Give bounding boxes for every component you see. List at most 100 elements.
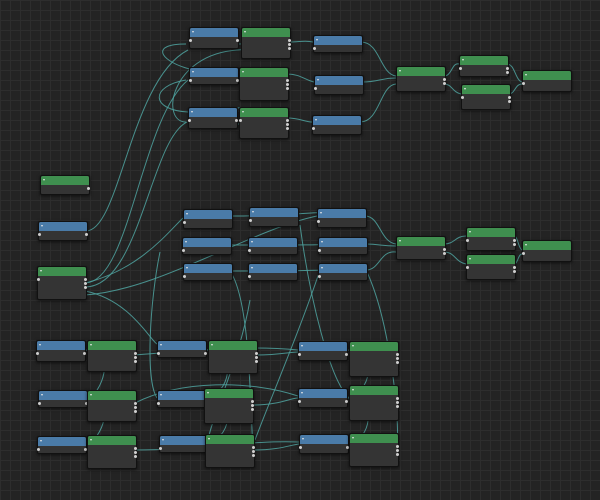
output-socket[interactable] bbox=[286, 119, 289, 122]
collapse-icon[interactable]: ▾ bbox=[317, 77, 320, 82]
output-port[interactable] bbox=[133, 455, 138, 458]
node-header[interactable]: ▾ bbox=[190, 68, 238, 77]
blue-node[interactable]: ▾ bbox=[157, 390, 207, 408]
output-port[interactable] bbox=[442, 78, 447, 81]
blue-node[interactable]: ▾ bbox=[159, 435, 209, 453]
collapse-icon[interactable]: ▾ bbox=[352, 435, 355, 440]
collapse-icon[interactable]: ▾ bbox=[301, 390, 304, 395]
collapse-icon[interactable]: ▾ bbox=[252, 209, 255, 214]
green-node[interactable]: ▾ bbox=[87, 390, 137, 422]
output-socket[interactable] bbox=[251, 404, 254, 407]
input-port[interactable] bbox=[521, 252, 526, 255]
output-socket[interactable] bbox=[396, 357, 399, 360]
green-node[interactable]: ▾ bbox=[204, 388, 254, 424]
collapse-icon[interactable]: ▾ bbox=[315, 117, 318, 122]
node-header[interactable]: ▾ bbox=[37, 341, 85, 350]
output-port[interactable] bbox=[395, 397, 400, 400]
node-header[interactable]: ▾ bbox=[209, 341, 257, 350]
input-socket[interactable] bbox=[318, 249, 321, 252]
output-socket[interactable] bbox=[134, 352, 137, 355]
blue-node[interactable]: ▾ bbox=[38, 221, 88, 241]
node-header[interactable]: ▾ bbox=[189, 108, 237, 117]
input-socket[interactable] bbox=[37, 278, 40, 281]
blue-node[interactable]: ▾ bbox=[248, 263, 298, 281]
output-port[interactable] bbox=[395, 357, 400, 360]
blue-node[interactable]: ▾ bbox=[298, 341, 348, 361]
input-socket[interactable] bbox=[299, 446, 302, 449]
collapse-icon[interactable]: ▾ bbox=[185, 239, 188, 244]
input-socket[interactable] bbox=[248, 249, 251, 252]
blue-node[interactable]: ▾ bbox=[189, 27, 239, 49]
output-port[interactable] bbox=[285, 83, 290, 86]
green-node[interactable]: ▾ bbox=[466, 254, 516, 280]
output-port[interactable] bbox=[133, 360, 138, 363]
output-socket[interactable] bbox=[236, 79, 239, 82]
node-header[interactable]: ▾ bbox=[41, 176, 89, 185]
blue-node[interactable]: ▾ bbox=[157, 340, 207, 358]
input-port[interactable] bbox=[36, 278, 41, 281]
node-header[interactable]: ▾ bbox=[467, 255, 515, 264]
output-socket[interactable] bbox=[252, 450, 255, 453]
input-socket[interactable] bbox=[188, 119, 191, 122]
input-port[interactable] bbox=[187, 119, 192, 122]
output-socket[interactable] bbox=[396, 353, 399, 356]
node-header[interactable]: ▾ bbox=[190, 28, 238, 37]
output-socket[interactable] bbox=[286, 123, 289, 126]
green-node[interactable]: ▾ bbox=[40, 175, 90, 195]
output-socket[interactable] bbox=[396, 361, 399, 364]
node-header[interactable]: ▾ bbox=[313, 116, 361, 125]
input-port[interactable] bbox=[311, 127, 316, 130]
node-header[interactable]: ▾ bbox=[350, 386, 398, 395]
output-socket[interactable] bbox=[134, 402, 137, 405]
output-socket[interactable] bbox=[251, 408, 254, 411]
output-port[interactable] bbox=[512, 266, 517, 269]
output-port[interactable] bbox=[395, 401, 400, 404]
node-header[interactable]: ▾ bbox=[523, 71, 571, 80]
input-port[interactable] bbox=[36, 448, 41, 451]
collapse-icon[interactable]: ▾ bbox=[39, 342, 42, 347]
node-header[interactable]: ▾ bbox=[183, 238, 231, 247]
output-port[interactable] bbox=[84, 402, 89, 405]
blue-node[interactable]: ▾ bbox=[312, 115, 362, 135]
node-header[interactable]: ▾ bbox=[314, 36, 362, 45]
blue-node[interactable]: ▾ bbox=[188, 107, 238, 129]
output-port[interactable] bbox=[83, 286, 88, 289]
input-socket[interactable] bbox=[249, 219, 252, 222]
collapse-icon[interactable]: ▾ bbox=[525, 72, 528, 77]
output-socket[interactable] bbox=[134, 410, 137, 413]
output-socket[interactable] bbox=[345, 353, 348, 356]
input-port[interactable] bbox=[37, 402, 42, 405]
blue-node[interactable]: ▾ bbox=[38, 390, 88, 408]
output-socket[interactable] bbox=[252, 446, 255, 449]
input-socket[interactable] bbox=[459, 67, 462, 70]
output-port[interactable] bbox=[133, 410, 138, 413]
node-header[interactable]: ▾ bbox=[158, 341, 206, 350]
input-socket[interactable] bbox=[182, 249, 185, 252]
green-node[interactable]: ▾ bbox=[37, 266, 87, 300]
collapse-icon[interactable]: ▾ bbox=[208, 436, 211, 441]
input-socket[interactable] bbox=[298, 353, 301, 356]
output-socket[interactable] bbox=[288, 39, 291, 42]
collapse-icon[interactable]: ▾ bbox=[41, 223, 44, 228]
node-header[interactable]: ▾ bbox=[299, 342, 347, 351]
node-header[interactable]: ▾ bbox=[249, 264, 297, 273]
node-header[interactable]: ▾ bbox=[315, 76, 363, 85]
input-socket[interactable] bbox=[317, 220, 320, 223]
output-port[interactable] bbox=[133, 451, 138, 454]
output-socket[interactable] bbox=[396, 401, 399, 404]
collapse-icon[interactable]: ▾ bbox=[242, 69, 245, 74]
green-node[interactable]: ▾ bbox=[396, 236, 446, 260]
output-socket[interactable] bbox=[236, 39, 239, 42]
output-socket[interactable] bbox=[84, 278, 87, 281]
green-node[interactable]: ▾ bbox=[208, 340, 258, 374]
input-port[interactable] bbox=[313, 87, 318, 90]
node-header[interactable]: ▾ bbox=[397, 67, 445, 76]
blue-node[interactable]: ▾ bbox=[318, 263, 368, 281]
input-port[interactable] bbox=[465, 239, 470, 242]
input-socket[interactable] bbox=[36, 352, 39, 355]
input-port[interactable] bbox=[312, 47, 317, 50]
input-port[interactable] bbox=[35, 352, 40, 355]
output-port[interactable] bbox=[344, 400, 349, 403]
collapse-icon[interactable]: ▾ bbox=[462, 57, 465, 62]
input-port[interactable] bbox=[37, 233, 42, 236]
